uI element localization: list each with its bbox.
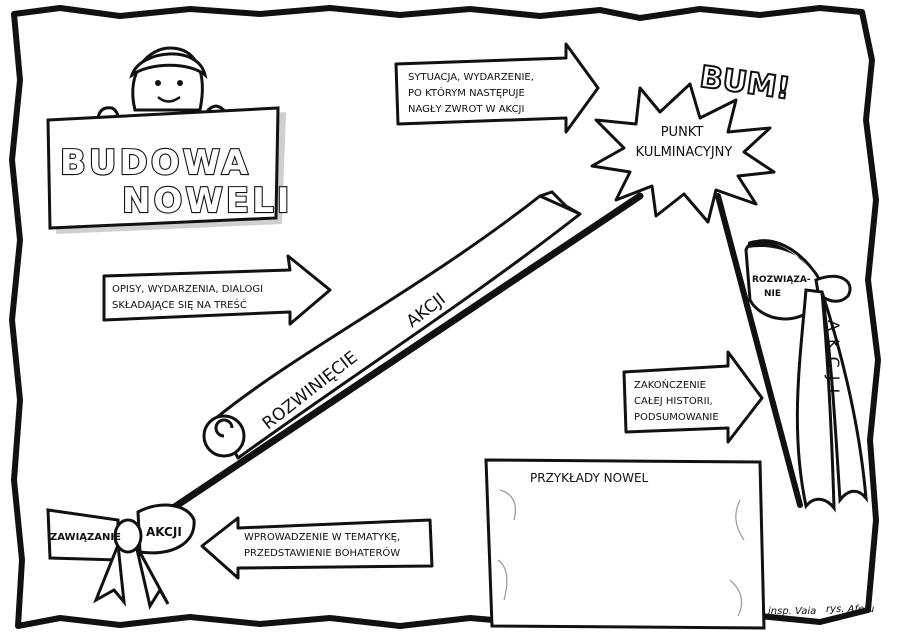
resolution-word-2: NIE <box>764 289 781 299</box>
exposition-word-1: ZAWIĄZANIE <box>50 532 121 543</box>
development-note-line-1: OPISY, WYDARZENIA, DIALOGI <box>112 284 263 295</box>
resolution-note-line-3: PODSUMOWANIE <box>634 412 719 423</box>
resolution-ribbon <box>744 239 868 513</box>
climax-burst <box>590 82 776 224</box>
credit-left: insp. Vaia <box>768 606 816 617</box>
examples-title: PRZYKŁADY NOWEL <box>530 471 649 485</box>
title-sign <box>46 106 286 234</box>
climax-note-line-2: PO KTÓRYM NASTĘPUJE <box>408 86 525 99</box>
development-note-arrow <box>102 254 332 326</box>
development-note-line-2: SKŁADAJĄCE SIĘ NA TREŚĆ <box>112 298 247 311</box>
resolution-note-arrow <box>622 350 764 444</box>
falling-action-line <box>715 193 803 508</box>
credit-right: rys. Afetu <box>826 604 874 615</box>
climax-note-line-1: SYTUACJA, WYDARZENIE, <box>408 72 534 83</box>
exposition-bow <box>46 503 196 610</box>
exposition-note-arrow <box>200 516 434 580</box>
title-line-2: NOWELI <box>122 181 292 221</box>
exposition-note-line-2: PRZEDSTAWIENIE BOHATERÓW <box>244 546 400 559</box>
rising-action-line <box>166 192 644 514</box>
exposition-note-line-1: WPROWADZENIE W TEMATYKĘ, <box>244 532 400 543</box>
title-line-1: BUDOWA <box>60 143 251 183</box>
examples-board <box>484 458 766 630</box>
climax-note-arrow <box>394 42 600 134</box>
resolution-word-3: AKCJI <box>824 320 843 401</box>
climax-line-1: PUNKT <box>661 125 704 140</box>
resolution-word-1: ROZWIĄZA- <box>752 275 811 285</box>
resolution-note-line-1: ZAKOŃCZENIE <box>634 378 706 391</box>
climax-note-line-3: NAGŁY ZWROT W AKCJI <box>408 104 524 115</box>
exposition-word-2: AKCJI <box>146 525 182 539</box>
resolution-note-line-2: CAŁEJ HISTORII, <box>634 396 713 407</box>
development-banner <box>202 190 582 460</box>
climax-line-2: KULMINACYJNY <box>636 145 733 160</box>
